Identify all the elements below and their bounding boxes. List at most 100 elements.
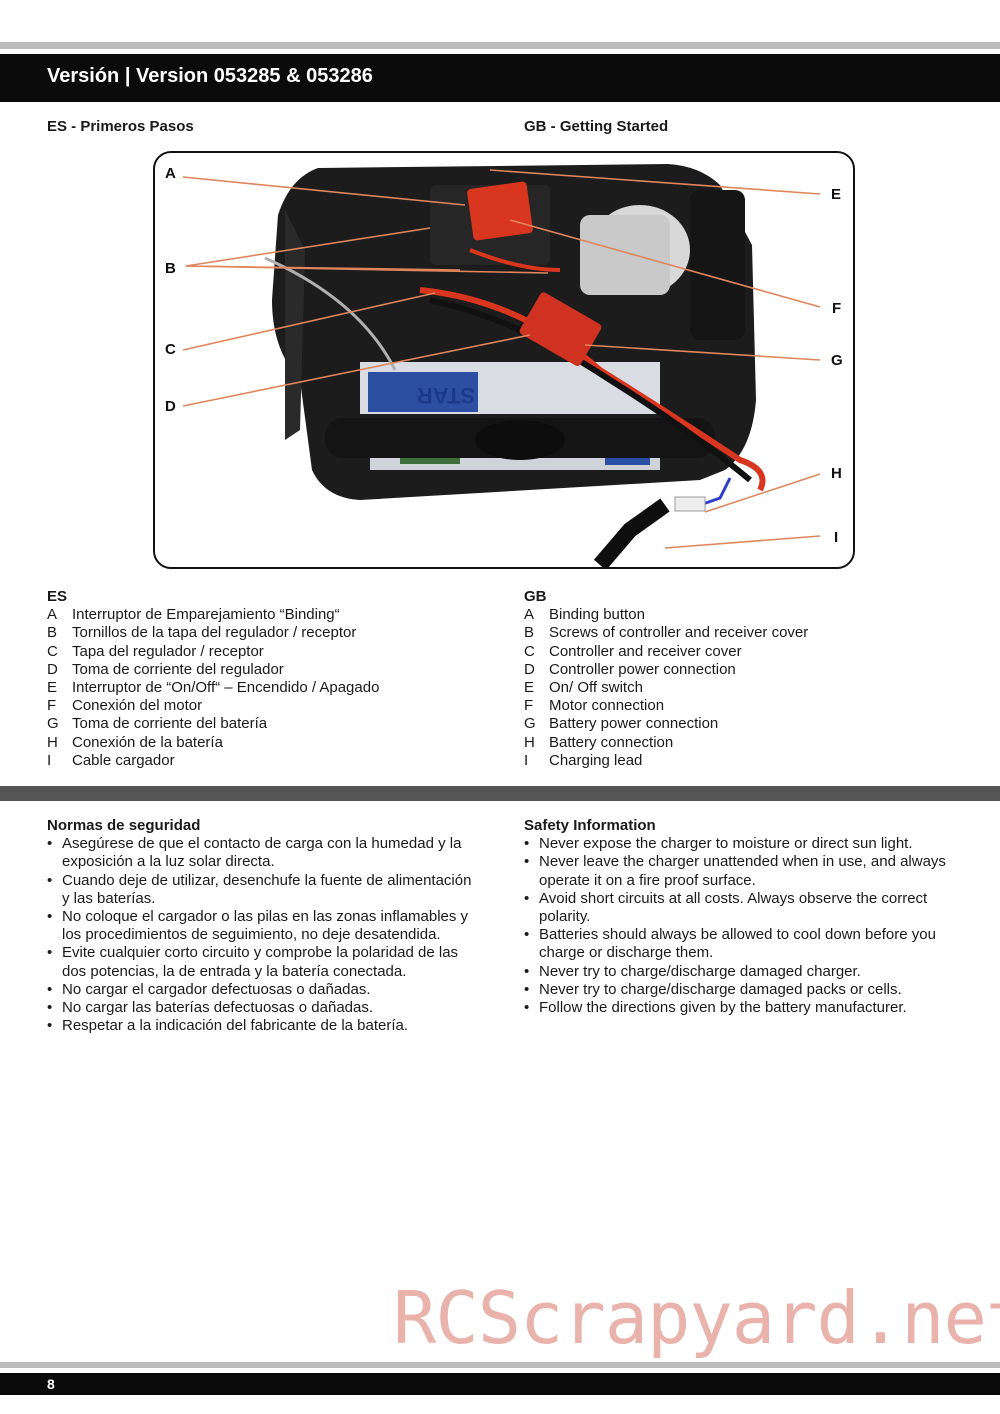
legend-key: H (47, 733, 58, 751)
safety-item: •Evite cualquier corto circuito y compro… (47, 944, 459, 980)
legend-text: Battery connection (549, 733, 674, 751)
callout-b: B (165, 260, 176, 277)
legend-text: Cable cargador (72, 751, 175, 769)
charging-lead-cable (593, 498, 670, 567)
legend-item: C Controller and receiver cover (524, 643, 964, 661)
safety-line: Evite cualquier corto circuito y comprob… (62, 944, 459, 962)
safety-item: •Respetar a la indicación del fabricante… (47, 1017, 409, 1035)
legend-key: A (47, 606, 58, 624)
safety-line: polarity. (539, 908, 591, 926)
safety-line: exposición a la luz solar directa. (62, 853, 275, 871)
safety-item: •No cargar el cargador defectuosas o dañ… (47, 980, 371, 998)
safety-gb-title: Safety Information (524, 817, 656, 834)
safety-item: •Avoid short circuits at all costs. Alwa… (524, 889, 928, 926)
safety-line: los procedimientos de seguimiento, no de… (62, 926, 441, 944)
safety-item: •No cargar las baterías defectuosas o da… (47, 999, 374, 1017)
legend-key: B (47, 624, 58, 642)
safety-line: Never try to charge/discharge damaged pa… (539, 980, 902, 998)
strap-buckle (475, 420, 565, 460)
legend-text: Motor connection (549, 697, 665, 715)
footer-bar: 8 (0, 1373, 1000, 1395)
legend-text: Conexión de la batería (72, 733, 223, 751)
battery-connector (519, 292, 602, 366)
legend-key: C (47, 642, 58, 660)
callout-a: A (165, 165, 176, 182)
legend-text: Toma de corriente del regulador (72, 660, 284, 678)
section-title-es: ES - Primeros Pasos (47, 118, 194, 135)
legend-key: B (524, 624, 535, 642)
safety-line: Follow the directions given by the batte… (539, 999, 907, 1017)
safety-line: Cuando deje de utilizar, desenchufe la f… (62, 871, 472, 889)
legend-item: F Motor connection (524, 697, 964, 715)
balance-wire-blue (699, 477, 732, 507)
bottom-rule (0, 1362, 1000, 1368)
legend-key: F (524, 697, 534, 715)
section-divider (0, 786, 1000, 801)
legend-key: D (47, 660, 58, 678)
callout-f: F (832, 300, 842, 317)
legend-item: E Interruptor de “On/Off“ – Encendido / A… (47, 679, 487, 697)
callout-h: H (831, 465, 842, 482)
safety-line: Never try to charge/discharge damaged ch… (539, 962, 861, 980)
callout-g: G (831, 352, 843, 369)
gear-cover (690, 190, 745, 340)
safety-es-title: Normas de seguridad (47, 817, 201, 834)
legend-text: Tornillos de la tapa del regulador / rec… (72, 624, 357, 642)
legend-gb-heading: GB (524, 588, 547, 605)
legend-text: Interruptor de “On/Off“ – Encendido / Ap… (72, 679, 380, 697)
legend-text: Conexión del motor (72, 697, 203, 715)
safety-item: •Never try to charge/discharge damaged c… (524, 962, 861, 980)
legend-text: Tapa del regulador / receptor (72, 642, 264, 660)
motor-can (580, 215, 670, 295)
legend-key: G (524, 715, 536, 733)
legend-key: C (524, 642, 535, 660)
legend-key: A (524, 606, 535, 624)
legend-item: H Conexión de la batería (47, 734, 487, 752)
safety-item: •Follow the directions given by the batt… (524, 999, 907, 1017)
legend-text: Binding button (549, 606, 645, 624)
balance-plug (674, 496, 706, 512)
legend-text: Controller power connection (549, 660, 736, 678)
top-rule (0, 42, 1000, 49)
legend-key: F (47, 697, 57, 715)
safety-line: y las baterías. (62, 889, 156, 907)
legend-item: G Battery power connection (524, 715, 964, 733)
safety-item: •Never expose the charger to moisture or… (524, 835, 913, 853)
motor-wire (469, 248, 561, 272)
safety-line: No cargar el cargador defectuosas o daña… (62, 980, 371, 998)
safety-line: dos potencias, la de entrada y la baterí… (62, 962, 407, 980)
callout-e: E (831, 186, 842, 203)
legend-text: On/ Off switch (549, 679, 643, 697)
safety-es: Normas de seguridad •Asegúrese de que el… (47, 817, 487, 1035)
battery-label-blue (368, 372, 478, 412)
battery-wire-red (419, 287, 766, 492)
legend-key: E (47, 679, 58, 697)
safety-item: •No coloque el cargador o las pilas en l… (47, 908, 469, 944)
legend-item: D Toma de corriente del regulador (47, 661, 487, 679)
callout-c: C (165, 341, 176, 358)
legend-item: C Tapa del regulador / receptor (47, 643, 487, 661)
section-title-gb: GB - Getting Started (524, 118, 669, 135)
safety-item: •Asegúrese de que el contacto de carga c… (47, 835, 462, 871)
on-off-switch (467, 181, 533, 241)
title-bar: Versión | Version 053285 & 053286 (0, 54, 1000, 102)
legend-text: Controller and receiver cover (549, 642, 742, 660)
legend-gb: GB A Binding button B Screws of controller… (524, 588, 964, 770)
safety-line: charge or discharge them. (539, 944, 714, 962)
safety-line: No cargar las baterías defectuosas o dañ… (62, 999, 374, 1017)
legend-item: A Binding button (524, 606, 964, 624)
safety-line: No coloque el cargador o las pilas en la… (62, 908, 469, 926)
legend-key: I (47, 751, 52, 769)
legend-key: I (524, 751, 529, 769)
legend-text: Screws of controller and receiver cover (549, 624, 809, 642)
safety-line: Avoid short circuits at all costs. Alway… (539, 889, 928, 907)
safety-item: •Never try to charge/discharge damaged p… (524, 980, 902, 998)
safety-line: Respetar a la indicación del fabricante … (62, 1017, 409, 1035)
legend-text: Battery power connection (549, 715, 719, 733)
